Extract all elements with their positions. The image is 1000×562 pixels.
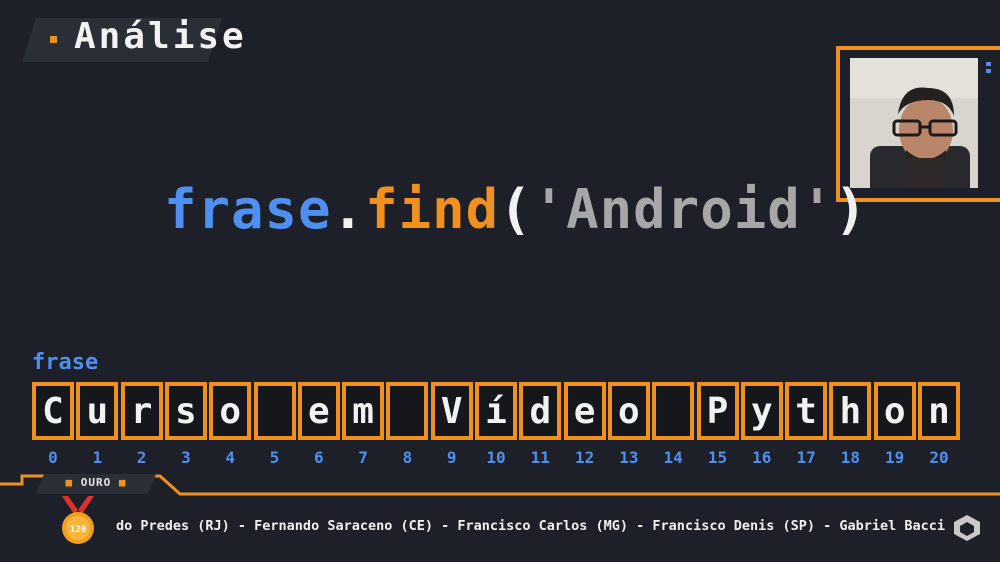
string-variable-label: frase [32, 350, 99, 375]
index-label: 17 [796, 448, 816, 467]
string-cell: y [740, 382, 783, 440]
index-label: 14 [663, 448, 683, 467]
string-cell: s [164, 382, 207, 440]
tier-text: OURO [80, 476, 112, 489]
string-cell: t [785, 382, 828, 440]
webcam-indicator [986, 62, 992, 74]
index-label: 4 [225, 448, 235, 467]
string-cell: o [209, 382, 252, 440]
string-cell [652, 382, 695, 440]
code-argument: 'Android' [532, 178, 835, 241]
code-dot: . [331, 178, 366, 241]
string-cell: m [342, 382, 385, 440]
page-title: Análise [74, 16, 247, 57]
string-cell [253, 382, 296, 440]
title-bullet [50, 36, 57, 43]
code-open-paren: ( [499, 178, 533, 241]
index-label: 13 [619, 448, 639, 467]
supporters-ticker: do Predes (RJ) - Fernando Saraceno (CE) … [116, 518, 946, 534]
index-label: 10 [486, 448, 506, 467]
code-method: find [365, 178, 500, 241]
index-label: 6 [313, 448, 324, 467]
index-label: 7 [358, 448, 368, 467]
index-label: 19 [885, 448, 905, 467]
index-label: 11 [530, 448, 550, 467]
index-label: 9 [446, 448, 457, 467]
string-cell [386, 382, 429, 440]
code-close-paren: ) [834, 178, 868, 241]
string-cell: d [519, 382, 562, 440]
index-label: 12 [574, 448, 595, 467]
string-cell: n [918, 382, 960, 440]
string-cell: o [607, 382, 650, 440]
index-label: 18 [840, 448, 861, 467]
string-cell: r [120, 382, 163, 440]
medal-icon: 120 [62, 496, 94, 544]
string-cell: í [475, 382, 517, 440]
index-label: 20 [929, 448, 949, 467]
index-label: 16 [752, 448, 772, 467]
code-expression: frase.find('Android') [164, 178, 868, 241]
tier-tag [36, 474, 156, 494]
index-label: 5 [269, 448, 280, 467]
string-cell: e [297, 382, 340, 440]
string-cell: P [696, 382, 739, 440]
index-label: 8 [402, 448, 413, 467]
index-label: 15 [707, 448, 728, 467]
index-label: 3 [181, 448, 191, 467]
medal-number: 120 [70, 525, 86, 535]
tier-label: ■ OURO ■ [65, 476, 127, 489]
string-cell: C [32, 382, 74, 440]
string-cell: u [76, 382, 119, 440]
string-cell: h [829, 382, 872, 440]
code-variable: frase [164, 178, 332, 241]
index-label: 0 [48, 448, 58, 467]
webcam-video [850, 58, 978, 188]
string-cell: o [873, 382, 916, 440]
index-label: 2 [136, 448, 147, 467]
index-label: 1 [92, 448, 103, 467]
string-cell: V [430, 382, 473, 440]
logo-mark-icon [954, 515, 980, 541]
string-cell: e [563, 382, 606, 440]
